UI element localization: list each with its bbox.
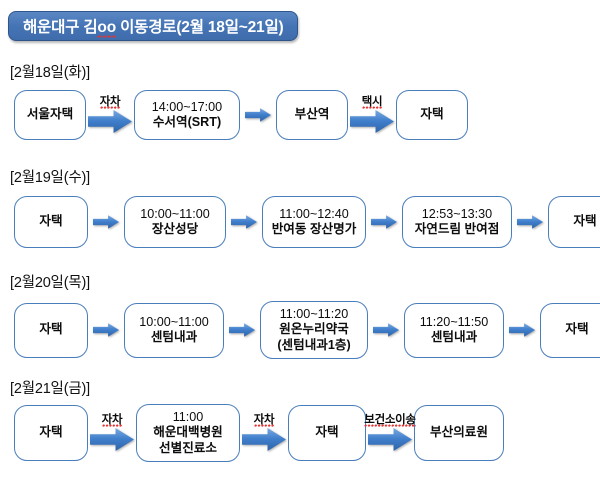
- flow-node-line: 수서역(SRT): [152, 115, 222, 129]
- arrow-label: 자차: [99, 95, 121, 110]
- flow-node-line: 11:00~11:20: [279, 306, 349, 321]
- flow-node-line: 해운대백병원: [153, 425, 223, 440]
- flow-node-line: 장산성당: [151, 222, 199, 236]
- arrow-right-icon: [245, 108, 271, 122]
- flow-node-line: 12:53~13:30: [421, 206, 493, 221]
- arrow-label: 자차: [253, 413, 275, 428]
- flow-node-line: 부산의료원: [430, 425, 488, 440]
- flow-node-line: 부산역: [294, 107, 330, 122]
- page-title-suffix: 이동경로(2월 18일~21일): [115, 18, 284, 36]
- flow-arrow: 보건소이송: [364, 414, 416, 452]
- page-title-marked-text: oo: [97, 18, 116, 38]
- flow-node-line: 서울자택: [26, 107, 74, 122]
- flow-arrow: [229, 320, 255, 340]
- flow-arrow: 자차: [88, 95, 132, 134]
- flow-node-line: 10:00~11:00: [140, 206, 210, 221]
- arrow-right-icon: [93, 323, 119, 337]
- flow-node[interactable]: 자택: [14, 196, 88, 248]
- day-label: [2월18일(화)]: [10, 65, 90, 81]
- day-label: [2월20일(목)]: [10, 275, 90, 291]
- flow-node[interactable]: 자택: [14, 302, 88, 358]
- day-label: [2월21일(금)]: [10, 381, 90, 397]
- flow-node-line: 자연드림 반여점: [414, 222, 500, 236]
- flow-node-line: 14:00~17:00: [151, 99, 223, 114]
- page-title-prefix: 해운대구 김: [23, 18, 98, 36]
- arrow-right-icon: [231, 215, 257, 229]
- flow-node-line: 11:00~12:40: [279, 206, 349, 221]
- arrow-label: 택시: [361, 95, 383, 110]
- flow-node[interactable]: 자택: [548, 196, 600, 248]
- flow-node-line: 자택: [39, 425, 63, 440]
- flow-node-line: 자택: [39, 322, 63, 337]
- arrow-right-icon: [88, 110, 132, 134]
- arrow-label: 자차: [101, 413, 123, 428]
- flow-node[interactable]: 자택: [396, 90, 468, 140]
- flow-node-line: 10:00~11:00: [139, 314, 209, 329]
- flow-node-line: 반여동 장산명가: [271, 222, 357, 236]
- flow-node-line: 자택: [315, 425, 339, 440]
- flow-arrow: [231, 212, 257, 232]
- flow-node[interactable]: 자택: [14, 405, 88, 461]
- flow-node[interactable]: 자택: [288, 405, 366, 461]
- flow-node-line: 11:20~11:50: [419, 314, 489, 329]
- flow-node-line: 원온누리약국: [279, 322, 349, 337]
- day-label: [2월19일(수)]: [10, 170, 90, 186]
- arrow-right-icon: [371, 215, 397, 229]
- flow-node[interactable]: 서울자택: [14, 90, 86, 140]
- arrow-right-icon: [368, 428, 412, 452]
- flow-arrow: [509, 320, 535, 340]
- flow-node-line: 자택: [39, 214, 63, 229]
- flow-node-line: 센텀내과: [150, 330, 198, 344]
- arrow-right-icon: [242, 428, 286, 452]
- flow-arrow: [93, 320, 119, 340]
- flow-arrow: 택시: [350, 95, 394, 134]
- flow-node[interactable]: 부산의료원: [414, 405, 504, 461]
- flow-node-line: 11:00: [172, 409, 204, 424]
- arrow-right-icon: [350, 110, 394, 134]
- flow-node-line: 자택: [573, 214, 597, 229]
- flow-arrow: 자차: [90, 413, 134, 452]
- flow-arrow: 자차: [242, 413, 286, 452]
- flow-arrow: [93, 212, 119, 232]
- flow-node-line: 자택: [565, 322, 589, 337]
- arrow-label: 보건소이송: [364, 413, 416, 428]
- arrow-right-icon: [509, 323, 535, 337]
- page-title: 해운대구 김oo 이동경로(2월 18일~21일): [23, 15, 284, 38]
- arrow-right-icon: [229, 323, 255, 337]
- arrow-right-icon: [373, 323, 399, 337]
- arrow-right-icon: [517, 215, 543, 229]
- flow-node[interactable]: 부산역: [276, 90, 348, 140]
- flow-node[interactable]: 자택: [540, 302, 600, 358]
- flow-arrow: [371, 212, 397, 232]
- flow-node-line: 센텀내과: [430, 330, 478, 344]
- flow-arrow: [517, 212, 543, 232]
- flow-node-line: (센텀내과1층): [277, 337, 351, 352]
- arrow-right-icon: [90, 428, 134, 452]
- flow-arrow: [373, 320, 399, 340]
- flow-arrow: [245, 105, 271, 125]
- flow-node-line: 자택: [420, 107, 444, 122]
- page-title-banner: 해운대구 김oo 이동경로(2월 18일~21일): [8, 11, 299, 41]
- flow-node-line: 선별진료소: [159, 440, 217, 455]
- arrow-right-icon: [93, 215, 119, 229]
